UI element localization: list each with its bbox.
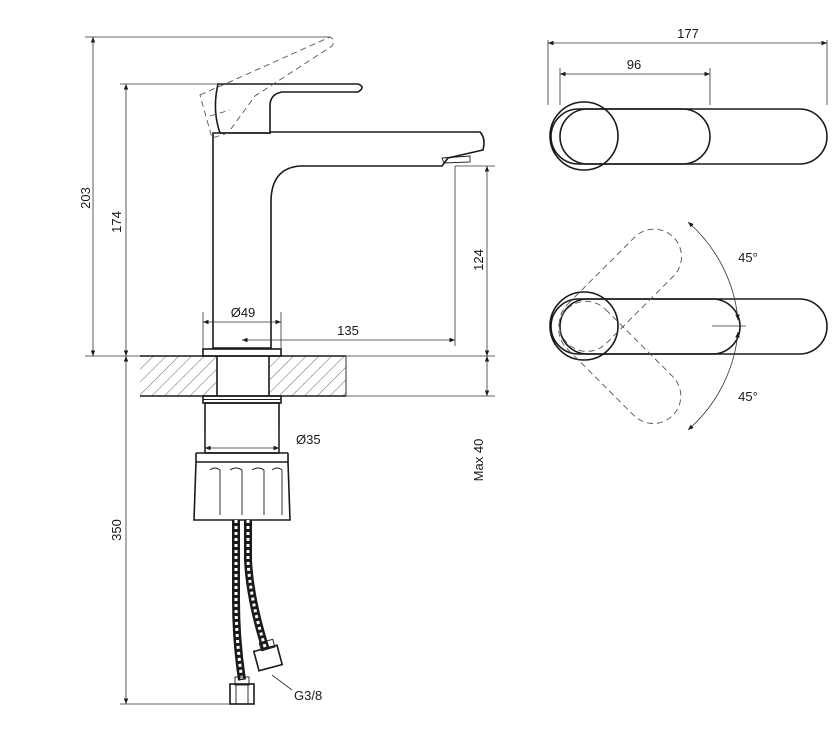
label-shank-diameter: Ø35 xyxy=(296,432,321,447)
faucet-body xyxy=(202,131,485,357)
label-spout-height: 174 xyxy=(109,211,124,233)
label-max-thickness: Max 40 xyxy=(471,439,486,482)
countertop-section xyxy=(140,355,347,397)
side-view: 203 174 124 Ø49 135 Ø35 Max 40 350 G3/8 xyxy=(78,36,495,705)
rotation-view-lever-left-45 xyxy=(558,228,682,352)
label-top-lever-length: 96 xyxy=(627,57,641,72)
lever-handle xyxy=(214,83,363,134)
rotation-view-lever xyxy=(559,298,741,355)
label-top-total-length: 177 xyxy=(677,26,699,41)
label-angle-upper: 45° xyxy=(738,250,758,265)
rotation-view-lever-right-45 xyxy=(558,300,682,424)
rotation-view-spout xyxy=(550,298,828,355)
label-angle-lower: 45° xyxy=(738,389,758,404)
label-total-height: 203 xyxy=(78,187,93,209)
extension-lines xyxy=(85,36,495,705)
rotation-view-base-circle xyxy=(549,291,619,361)
label-connection-thread: G3/8 xyxy=(294,688,322,703)
label-hose-length: 350 xyxy=(109,519,124,541)
top-view: 177 96 xyxy=(547,26,828,171)
dimension-lines xyxy=(90,37,490,704)
rotation-view: 45° 45° xyxy=(549,221,828,431)
label-outlet-height: 124 xyxy=(471,249,486,271)
top-view-lever xyxy=(559,108,711,165)
top-view-base-circle xyxy=(549,101,619,171)
lever-handle-raised-outline xyxy=(199,36,335,139)
supply-hoses xyxy=(229,520,284,705)
mounting-shank xyxy=(193,395,291,521)
label-reach: 135 xyxy=(337,323,359,338)
top-view-spout xyxy=(550,108,828,165)
label-base-diameter: Ø49 xyxy=(231,305,256,320)
